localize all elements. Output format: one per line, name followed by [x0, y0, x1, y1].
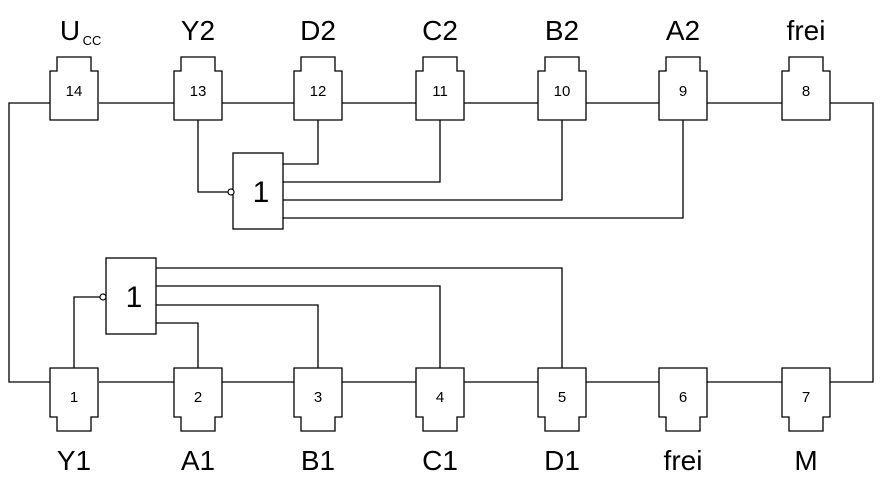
pin-10: 10 B2: [537, 15, 587, 121]
wire-pin2-in: [156, 322, 199, 368]
pin-10-body: [537, 56, 587, 121]
pin-7-body: [781, 367, 831, 432]
upper-gate-label: 1: [253, 176, 270, 209]
pin-11-number: 11: [432, 83, 448, 100]
lower-or-gate: 1: [99, 257, 157, 335]
pin-11: 11 C2: [415, 15, 465, 121]
pin-12: 12 D2: [293, 15, 343, 121]
pin-6-body: [658, 367, 708, 432]
pin-14-name-sub: CC: [83, 33, 102, 48]
power-rails: [8, 102, 874, 383]
pin-8: 8 frei: [781, 15, 831, 121]
pin-1: 1 Y1: [49, 367, 99, 476]
wire-pin12-in: [283, 120, 319, 165]
wire-pin4-in: [156, 285, 441, 368]
wire-pin5-in: [156, 267, 563, 368]
pin-6: 6 frei: [658, 367, 708, 476]
pin-2-number: 2: [194, 389, 202, 406]
pin-14: 14 U CC: [49, 15, 102, 121]
lower-gate-wiring: [73, 267, 563, 368]
wire-pin13-out: [197, 120, 229, 193]
pin-3-number: 3: [314, 389, 322, 406]
lower-gate-inverter-bubble: [99, 293, 107, 301]
pin-4-number: 4: [436, 389, 444, 406]
wire-pin9-in: [283, 120, 684, 219]
pin-6-name: frei: [664, 445, 703, 476]
pin-11-body: [415, 56, 465, 121]
pin-7-name: M: [794, 445, 817, 476]
pin-3-name: B1: [301, 445, 335, 476]
bottom-pins: 1 Y1 2 A1 3 B1 4 C1 5 D1 6 frei: [49, 367, 831, 476]
pin-2: 2 A1: [173, 367, 223, 476]
wire-pin3-in: [156, 304, 319, 368]
pin-9-body: [658, 56, 708, 121]
pin-12-number: 12: [310, 83, 327, 100]
pin-4-body: [415, 367, 465, 432]
pin-12-name: D2: [300, 15, 336, 46]
pin-6-number: 6: [679, 389, 687, 406]
pin-5-number: 5: [558, 389, 566, 406]
pin-13: 13 Y2: [173, 15, 223, 121]
pin-7: 7 M: [781, 367, 831, 476]
pin-12-body: [293, 56, 343, 121]
pin-2-name: A1: [181, 445, 215, 476]
pin-4: 4 C1: [415, 367, 465, 476]
pin-10-name: B2: [545, 15, 579, 46]
pin-10-number: 10: [554, 83, 571, 100]
pin-9-name: A2: [666, 15, 700, 46]
wire-pin10-in: [283, 120, 563, 201]
rail-top-left: [8, 102, 50, 383]
upper-gate-inverter-bubble: [227, 188, 235, 196]
upper-gate-wiring: [197, 120, 684, 219]
pin-13-name: Y2: [181, 15, 215, 46]
pin-1-number: 1: [70, 389, 78, 406]
top-pins: 14 U CC 13 Y2 12 D2 11 C2 10 B2 9 A2: [49, 15, 831, 121]
pin-1-name: Y1: [57, 445, 91, 476]
pin-2-body: [173, 367, 223, 432]
pin-7-number: 7: [802, 389, 810, 406]
pin-5-body: [537, 367, 587, 432]
pin-14-name: U: [60, 15, 80, 46]
pin-9-number: 9: [679, 83, 687, 100]
pin-5: 5 D1: [537, 367, 587, 476]
pin-8-number: 8: [802, 83, 810, 100]
pin-1-body: [49, 367, 99, 432]
pin-8-name: frei: [787, 15, 826, 46]
pin-14-number: 14: [66, 83, 83, 100]
pin-11-name: C2: [422, 15, 458, 46]
pin-13-number: 13: [190, 83, 207, 100]
lower-gate-body: [105, 257, 157, 335]
wire-pin11-in: [283, 120, 441, 183]
pin-3: 3 B1: [293, 367, 343, 476]
pin-14-body: [49, 56, 99, 121]
pin-3-body: [293, 367, 343, 432]
pin-4-name: C1: [422, 445, 458, 476]
upper-or-gate: 1: [227, 152, 284, 230]
rail-top-right: [830, 102, 874, 383]
wire-pin1-out: [73, 296, 101, 368]
lower-gate-label: 1: [126, 281, 143, 314]
upper-gate-body: [232, 152, 284, 230]
pin-8-body: [781, 56, 831, 121]
pin-14-name-main: U: [60, 15, 80, 46]
pin-5-name: D1: [544, 445, 580, 476]
pin-13-body: [173, 56, 223, 121]
pin-9: 9 A2: [658, 15, 708, 121]
